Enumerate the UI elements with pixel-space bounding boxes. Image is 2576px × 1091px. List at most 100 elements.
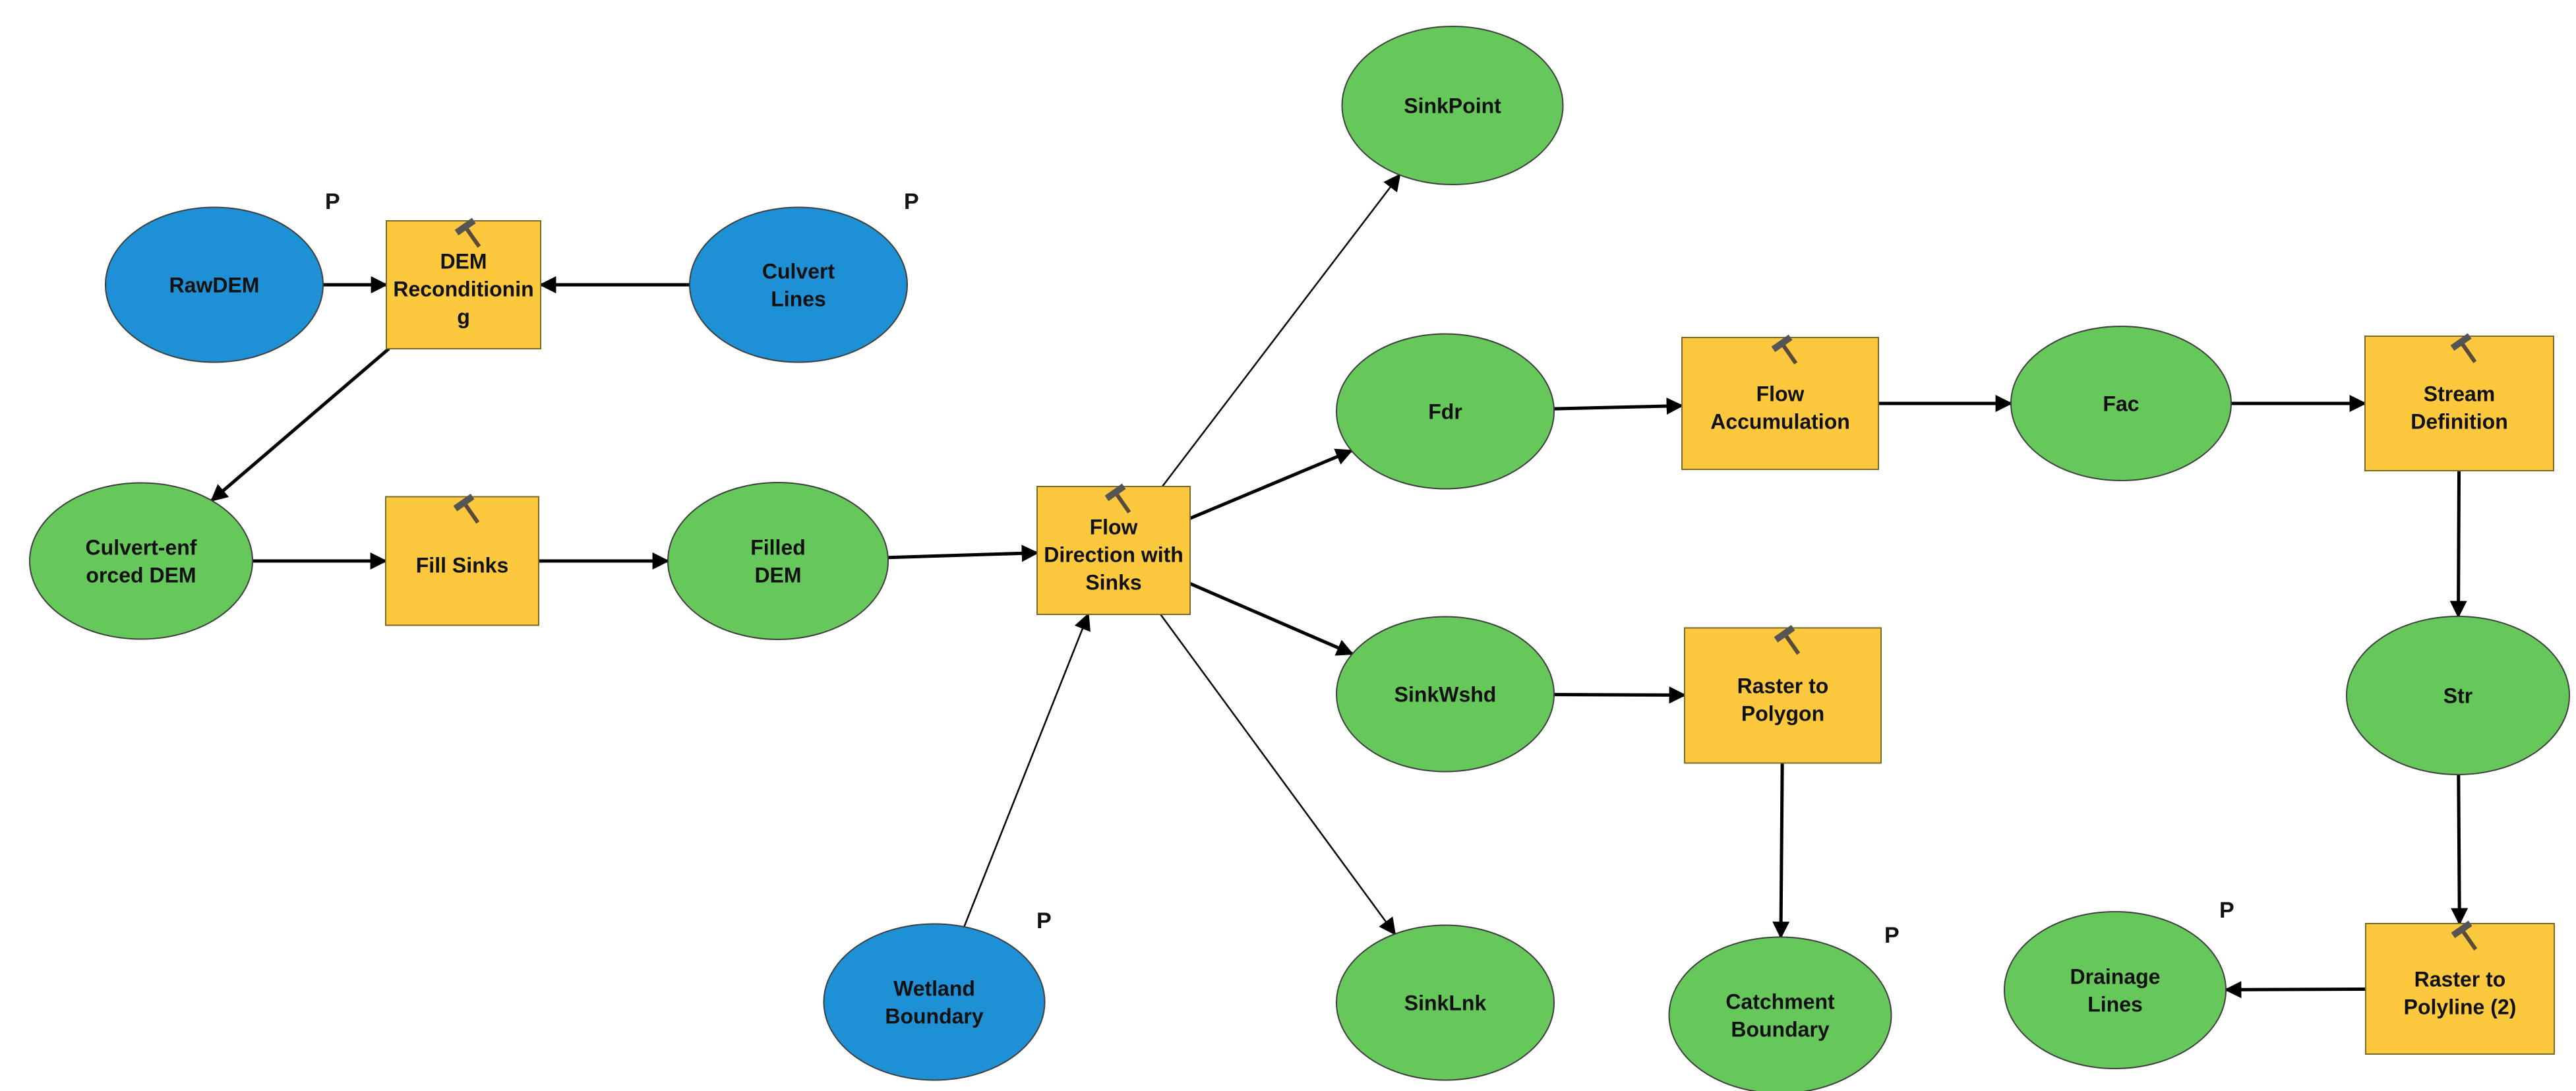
derived-data-ellipse[interactable] [1336, 924, 1555, 1081]
node-label: Flow [1090, 516, 1138, 539]
node-label: SinkPoint [1404, 94, 1501, 118]
derived-data-ellipse[interactable] [1336, 333, 1555, 490]
hammer-icon [1104, 483, 1131, 514]
node-label: Raster to [2414, 968, 2506, 991]
node-label: Wetland [893, 977, 975, 1001]
connector-flow_dir-to-sinkwshd[interactable] [1189, 581, 1354, 656]
connector-r2poly-to-catchment[interactable] [1772, 763, 1790, 939]
node-r2line[interactable]: Raster to Polyline (2) [2365, 920, 2555, 1055]
node-sinkpoint[interactable]: SinkPoint [1341, 26, 1564, 185]
node-str[interactable]: Str [2346, 616, 2570, 775]
node-label: DEM [440, 250, 487, 274]
hammer-icon [1771, 334, 1798, 365]
node-r2poly[interactable]: Raster to Polygon [1684, 625, 1882, 764]
hammer-icon [1774, 625, 1801, 655]
node-label: RawDEM [169, 274, 260, 297]
node-label: Fdr [1428, 400, 1462, 424]
node-sinklnk[interactable]: SinkLnk [1336, 924, 1555, 1081]
hammer-icon [2450, 333, 2477, 363]
node-label: Filled [750, 536, 806, 560]
node-label: SinkWshd [1394, 683, 1497, 707]
derived-data-ellipse[interactable] [1336, 616, 1555, 773]
tool-box[interactable] [1681, 337, 1879, 470]
node-label: Str [2443, 684, 2472, 708]
node-culvert_dem[interactable]: Culvert-enf orced DEM [29, 482, 253, 640]
derived-data-ellipse[interactable] [2010, 326, 2232, 481]
node-label: g [457, 305, 470, 329]
tool-box[interactable] [385, 496, 539, 626]
node-label: Accumulation [1710, 410, 1850, 434]
parameter-marker: P [2219, 898, 2234, 923]
parameter-marker: P [1036, 908, 1052, 933]
hammer-icon [2451, 920, 2478, 951]
node-label: Flow [1756, 382, 1805, 406]
derived-data-ellipse[interactable] [1341, 26, 1564, 185]
connector-flow_dir-to-sinklnk[interactable] [1160, 614, 1396, 935]
node-label: DEM [754, 564, 801, 587]
node-label: Direction with [1044, 543, 1183, 567]
input-data-ellipse[interactable] [105, 206, 324, 363]
connector-wetland-to-flow_dir[interactable] [963, 612, 1091, 928]
derived-data-ellipse[interactable] [1668, 936, 1892, 1091]
node-label: Reconditionin [393, 278, 533, 301]
connector-filled_dem-to-flow_dir[interactable] [887, 545, 1039, 562]
node-label: Catchment [1725, 990, 1835, 1014]
tool-box[interactable] [2365, 923, 2555, 1055]
node-label: Polygon [1741, 702, 1824, 726]
hammer-icon [453, 494, 480, 524]
derived-data-ellipse[interactable] [667, 482, 889, 640]
node-sinkwshd[interactable]: SinkWshd [1336, 616, 1555, 773]
node-label: Fac [2103, 392, 2139, 416]
node-label: Sinks [1085, 571, 1141, 595]
connector-flow_dir-to-sinkpoint[interactable] [1161, 173, 1401, 487]
node-label: Culvert [762, 260, 835, 283]
node-label: Drainage [2070, 965, 2161, 989]
node-label: SinkLnk [1404, 991, 1487, 1015]
node-label: Definition [2411, 410, 2508, 434]
node-label: Stream [2424, 382, 2496, 406]
derived-data-ellipse[interactable] [2004, 911, 2227, 1069]
input-data-ellipse[interactable] [823, 923, 1046, 1081]
node-label: Boundary [885, 1005, 984, 1028]
connector-r2line-to-drainage[interactable] [2224, 981, 2366, 999]
node-fdr[interactable]: Fdr [1336, 333, 1555, 490]
node-label: Polyline (2) [2404, 995, 2517, 1019]
node-fac[interactable]: Fac [2010, 326, 2232, 481]
node-label: Raster to [1737, 674, 1829, 698]
parameter-marker: P [325, 189, 340, 214]
connector-fdr-to-flow_acc[interactable] [1553, 398, 1684, 415]
node-fill_sinks[interactable]: Fill Sinks [385, 494, 539, 626]
tool-box[interactable] [1684, 627, 1882, 764]
node-label: Culvert-enf [86, 536, 197, 560]
node-label: Lines [771, 287, 826, 311]
node-layer: RawDEMPDEMReconditioningCulvertLinesPCul… [29, 26, 2570, 1091]
connector-layer [210, 173, 2469, 999]
node-rawdem[interactable]: RawDEM P [105, 189, 340, 363]
derived-data-ellipse[interactable] [2346, 616, 2570, 775]
node-label: Lines [2087, 993, 2143, 1017]
node-label: Fill Sinks [416, 554, 508, 577]
connector-flow_dir-to-fdr[interactable] [1189, 448, 1354, 520]
parameter-marker: P [1884, 923, 1900, 948]
node-label: Boundary [1731, 1018, 1830, 1042]
node-dem_recon[interactable]: DEM Reconditionin g [386, 218, 541, 349]
tool-box[interactable] [386, 220, 541, 349]
derived-data-ellipse[interactable] [29, 482, 253, 640]
hammer-icon [454, 218, 481, 248]
tool-box[interactable] [1036, 486, 1191, 615]
connector-str-to-r2line[interactable] [2451, 774, 2469, 926]
parameter-marker: P [904, 189, 919, 214]
input-data-ellipse[interactable] [689, 206, 908, 363]
tool-box[interactable] [2364, 336, 2554, 471]
node-label: orced DEM [86, 564, 196, 587]
connector-dem_recon-to-culvert_dem[interactable] [210, 347, 390, 502]
